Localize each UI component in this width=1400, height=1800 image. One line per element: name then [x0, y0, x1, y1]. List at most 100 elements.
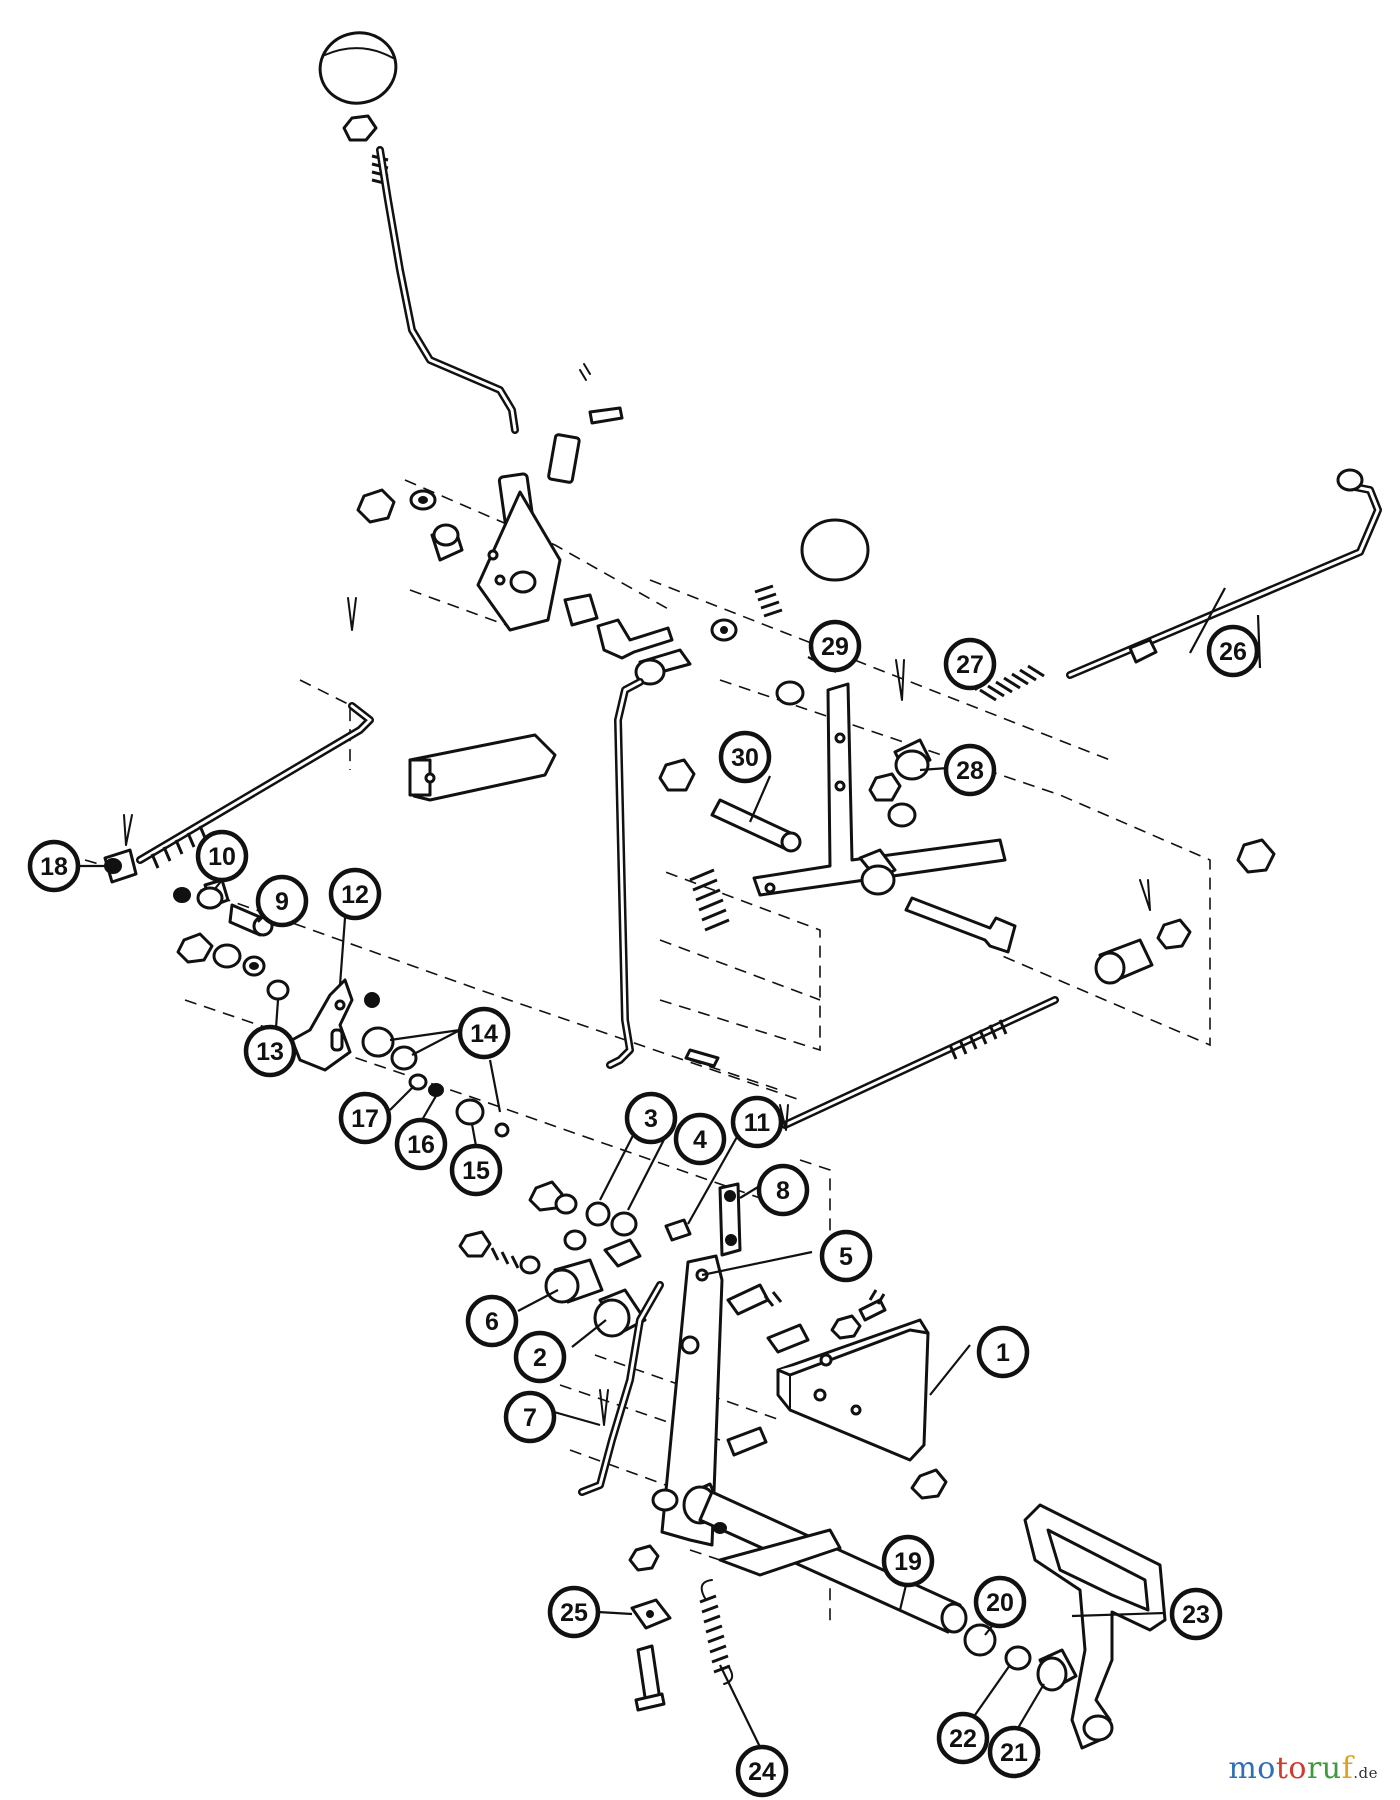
bushing-13 — [266, 979, 290, 1001]
nut-right-top — [1236, 838, 1276, 874]
svg-text:2: 2 — [533, 1344, 547, 1372]
nut-13 — [176, 932, 214, 964]
callout-27: 27 — [943, 637, 997, 691]
bushing-4 — [610, 1211, 638, 1237]
callout-25: 25 — [547, 1585, 601, 1639]
callout-28: 28 — [943, 743, 997, 797]
cotter-pin-28 — [895, 659, 905, 701]
svg-text:11: 11 — [744, 1109, 771, 1137]
washer-15 — [455, 1098, 485, 1126]
svg-text:21: 21 — [1000, 1739, 1028, 1767]
watermark-part-2: to — [1275, 1751, 1307, 1786]
nut-6 — [458, 1230, 492, 1258]
bushing-top-center — [563, 593, 599, 627]
callout-17: 17 — [338, 1091, 392, 1145]
callout-23: 23 — [1169, 1587, 1223, 1641]
svg-text:17: 17 — [351, 1105, 379, 1133]
svg-text:10: 10 — [208, 843, 236, 871]
callout-18: 18 — [27, 839, 81, 893]
shift-knob — [318, 31, 398, 105]
callout-1: 1 — [976, 1325, 1030, 1379]
spring-24 — [699, 1594, 731, 1674]
shaft-19 — [698, 1490, 962, 1634]
callout-14: 14 — [457, 1006, 511, 1060]
cotter-pin-center — [684, 1048, 720, 1068]
watermark-tld: .de — [1353, 1764, 1378, 1782]
callout-2: 2 — [513, 1330, 567, 1384]
svg-text:16: 16 — [407, 1131, 435, 1159]
callout-7: 7 — [503, 1390, 557, 1444]
nut-right-mid — [1156, 918, 1192, 950]
clevis-pin-top — [588, 406, 624, 425]
pedal-23 — [1023, 1503, 1167, 1750]
spring-center — [689, 868, 730, 932]
bushing-14a — [361, 1026, 395, 1058]
svg-text:1: 1 — [996, 1339, 1010, 1367]
callout-5: 5 — [819, 1229, 873, 1283]
strap-left-lower — [408, 758, 432, 797]
svg-text:4: 4 — [693, 1126, 707, 1154]
washer-13 — [212, 943, 242, 969]
bolt-top-center — [596, 618, 674, 660]
nut-top-left — [356, 488, 396, 524]
center-pivot-assembly — [528, 1180, 742, 1268]
lever-nut — [342, 114, 378, 142]
svg-text:5: 5 — [839, 1243, 853, 1271]
svg-text:20: 20 — [986, 1589, 1014, 1617]
callout-4: 4 — [673, 1112, 727, 1166]
callout-9: 9 — [255, 874, 309, 928]
callout-29: 29 — [808, 619, 862, 673]
callout-30: 30 — [718, 730, 772, 784]
svg-text:28: 28 — [956, 757, 984, 785]
svg-text:7: 7 — [523, 1404, 537, 1432]
spring-27 — [979, 664, 1045, 702]
callouts: 1 2 3 4 5 6 7 8 9 10 11 12 13 14 15 16 1… — [27, 619, 1260, 1798]
bolt-1-lower — [726, 1426, 768, 1457]
bracket-shaft — [718, 1528, 842, 1577]
shift-lever-assembly — [318, 31, 674, 660]
svg-text:19: 19 — [894, 1548, 922, 1576]
washer-16 — [428, 1083, 444, 1097]
small-spring — [754, 584, 783, 618]
clutch-rod-assembly — [606, 678, 730, 1069]
svg-text:6: 6 — [485, 1308, 499, 1336]
svg-text:8: 8 — [776, 1177, 790, 1205]
nut-1-bottom — [910, 1468, 948, 1500]
svg-text:15: 15 — [462, 1157, 490, 1185]
washer-disc-2 — [634, 658, 666, 686]
svg-text:23: 23 — [1182, 1601, 1210, 1629]
watermark-part-3: ru — [1306, 1751, 1342, 1786]
bolt-11 — [664, 1218, 692, 1242]
shift-bracket-upper — [547, 433, 581, 484]
tension-rod-assembly — [868, 468, 1382, 828]
svg-text:12: 12 — [341, 881, 369, 909]
svg-text:22: 22 — [949, 1725, 977, 1753]
washer-28 — [887, 802, 917, 828]
callout-12: 12 — [328, 867, 382, 921]
callout-13: 13 — [243, 1024, 297, 1078]
callout-22: 22 — [936, 1711, 990, 1765]
svg-text:24: 24 — [748, 1758, 776, 1786]
callout-21: 21 — [987, 1725, 1041, 1779]
pedal-shaft-assembly — [651, 1482, 1167, 1750]
callout-19: 19 — [881, 1534, 935, 1588]
housing-1 — [776, 1318, 930, 1462]
washer-top-center — [509, 570, 537, 594]
cam-stack-assembly — [173, 878, 510, 1138]
washer-17 — [408, 1073, 428, 1091]
bushing-3 — [585, 1201, 611, 1227]
svg-text:27: 27 — [956, 651, 984, 679]
svg-text:18: 18 — [40, 853, 68, 881]
washer-29 — [775, 680, 805, 706]
shift-plate — [476, 490, 562, 632]
svg-text:3: 3 — [644, 1105, 658, 1133]
watermark-part-1: mo — [1228, 1751, 1276, 1786]
nut-28 — [868, 772, 902, 802]
svg-text:13: 13 — [256, 1038, 284, 1066]
callout-16: 16 — [394, 1117, 448, 1171]
bolt-29 — [904, 896, 1017, 954]
nut-1-top — [830, 1314, 862, 1340]
rod-26-collar — [1128, 638, 1158, 664]
callout-26: 26 — [1206, 624, 1260, 678]
